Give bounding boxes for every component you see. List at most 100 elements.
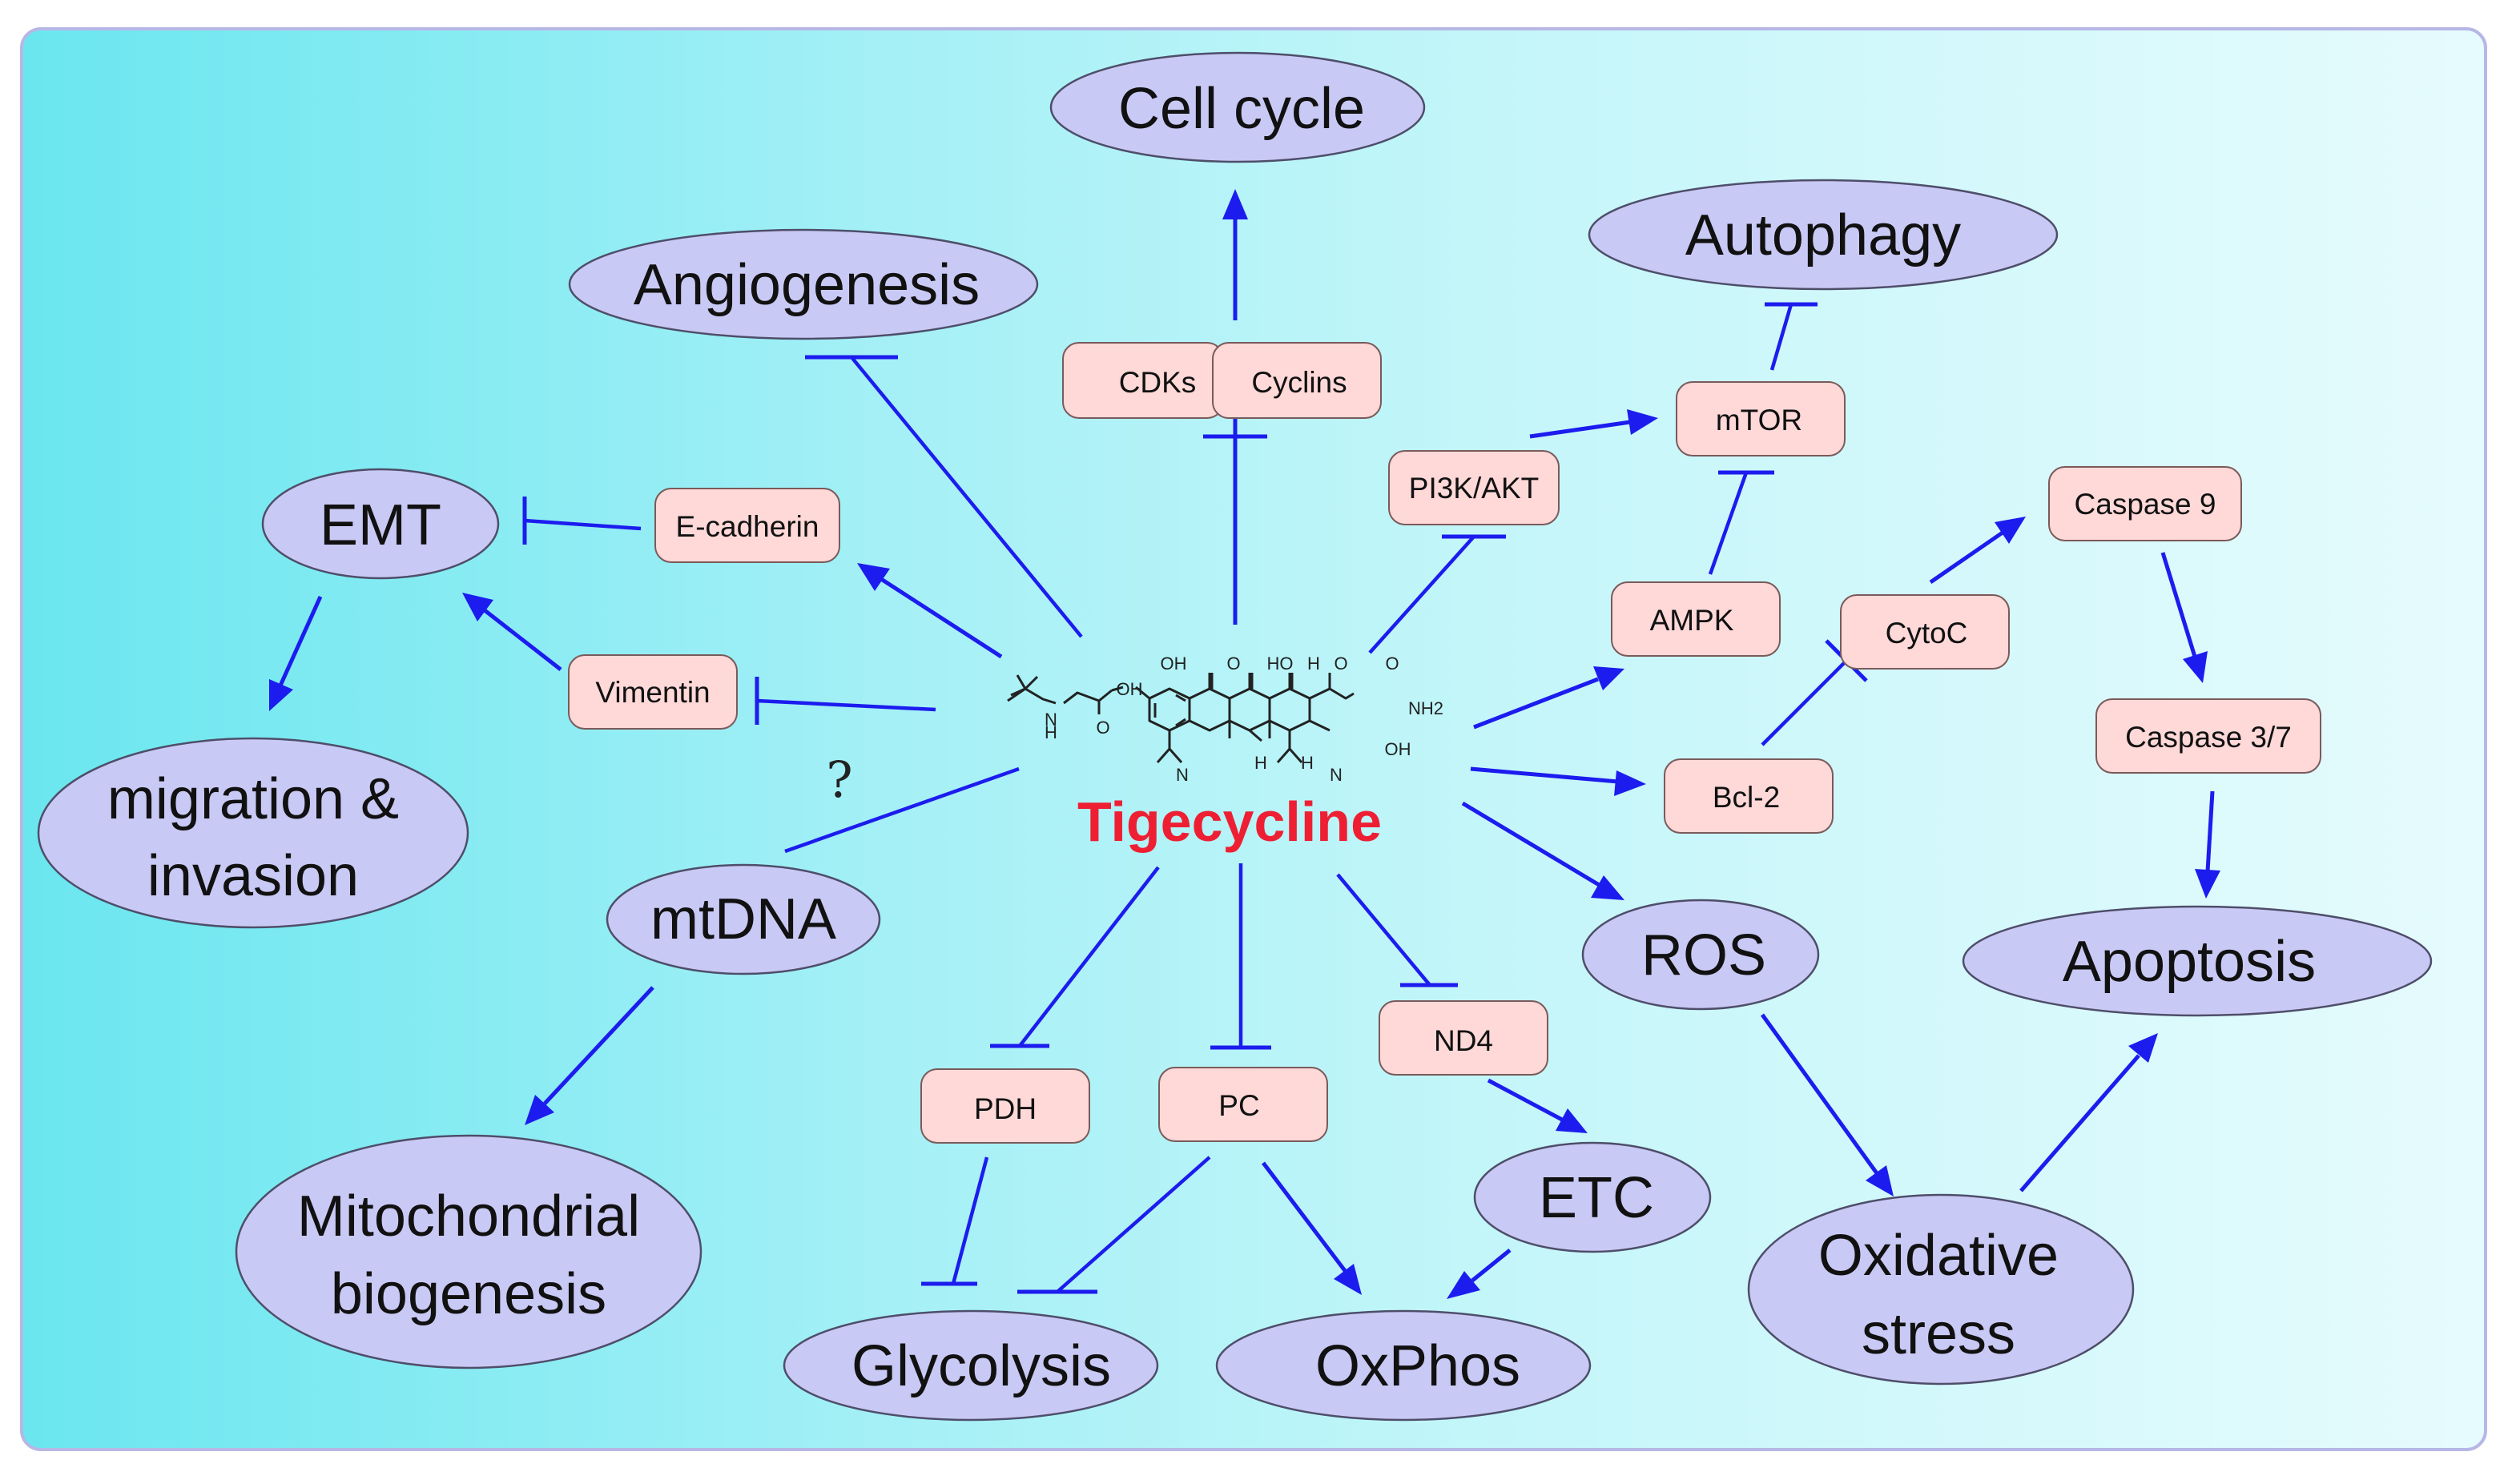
structure-o-2: O: [1334, 654, 1347, 674]
arrow-caspase37-to-apoptosis: [2195, 790, 2220, 899]
inhibit-pc-glycolysis: [1017, 1156, 1211, 1294]
molecule-vimentin: Vimentin: [568, 654, 738, 730]
autophagy-label: Autophagy: [1685, 203, 1961, 267]
inhibit-tigecycline-pi3k: [1368, 534, 1506, 654]
process-ros: ROS: [1581, 899, 1820, 1011]
structure-o-3: O: [1385, 654, 1399, 674]
structure-h-3: H: [1301, 753, 1314, 773]
process-mtdna: mtDNA: [606, 863, 881, 975]
cell-cycle-label: Cell cycle: [1118, 77, 1365, 141]
pdh-label: PDH: [974, 1092, 1037, 1125]
molecule-nd4: ND4: [1379, 1000, 1548, 1076]
structure-ho-2: HO: [1267, 654, 1294, 674]
glycolysis-label: Glycolysis: [851, 1334, 1111, 1398]
arrow-nd4-to-etc: [1487, 1078, 1588, 1133]
arrow-pi3k-to-mtor: [1529, 409, 1658, 439]
etc-label: ETC: [1539, 1166, 1654, 1230]
arrow-tigecycline-to-ecadherin: [857, 563, 1003, 659]
process-apoptosis: Apoptosis: [1962, 905, 2433, 1017]
molecule-pi3k-akt: PI3K/AKT: [1388, 450, 1560, 525]
oxidative-label-line1: Oxidative: [1818, 1224, 2059, 1288]
process-glycolysis: Glycolysis: [783, 1309, 1159, 1422]
ecadherin-label: E-cadherin: [676, 510, 819, 543]
inhibit-ampk-mtor: [1708, 470, 1774, 575]
arrow-tigecycline-to-ros: [1461, 801, 1624, 900]
pi3k-akt-label: PI3K/AKT: [1409, 472, 1539, 505]
inhibit-tigecycline-angiogenesis: [805, 355, 1083, 638]
process-cell-cycle: Cell cycle: [1049, 51, 1426, 163]
arrow-emt-to-migration: [269, 595, 323, 711]
process-emt: EMT: [261, 468, 500, 580]
migration-label-line1: migration &: [107, 767, 399, 831]
process-migration-invasion: migration & invasion: [37, 737, 469, 929]
connectors: [269, 189, 2220, 1299]
process-oxphos: OxPhos: [1215, 1309, 1592, 1422]
drug-name: Tigecycline: [1077, 790, 1382, 853]
molecule-mtor: mTOR: [1676, 381, 1846, 456]
molecule-caspase37: Caspase 3/7: [2095, 698, 2321, 774]
angiogenesis-label: Angiogenesis: [634, 253, 980, 317]
process-mitochondrial-biogenesis: Mitochondrial biogenesis: [235, 1134, 702, 1369]
unknown-mark: ?: [826, 750, 852, 809]
inhibit-ecadherin-emt: [522, 497, 642, 545]
vimentin-label: Vimentin: [595, 676, 710, 709]
inhibit-tigecycline-pc: [1210, 863, 1271, 1050]
arrow-tigecycline-to-ampk: [1473, 666, 1624, 730]
mtdna-label: mtDNA: [650, 887, 836, 951]
inhibit-tigecycline-pdh: [990, 866, 1160, 1048]
caspase9-label: Caspase 9: [2075, 488, 2216, 521]
structure-n-2: N: [1330, 765, 1343, 785]
molecule-ampk: AMPK: [1611, 581, 1781, 657]
line-mtdna-to-tigecycline: [784, 766, 1020, 854]
arrow-mtdna-to-mito-biogenesis: [525, 986, 654, 1125]
oxphos-label: OxPhos: [1315, 1334, 1520, 1398]
arrow-caspase9-to-caspase37: [2160, 552, 2208, 683]
bcl2-label: Bcl-2: [1713, 781, 1780, 814]
molecule-cdks: CDKs: [1062, 342, 1224, 419]
molecule-cyclins: Cyclins: [1212, 342, 1382, 419]
structure-h-1: H: [1307, 654, 1320, 674]
nd4-label: ND4: [1434, 1024, 1493, 1057]
inhibit-mtor-autophagy: [1765, 302, 1818, 371]
ampk-label: AMPK: [1650, 604, 1734, 637]
cytoc-label: CytoC: [1886, 617, 1968, 650]
structure-n-1: N: [1176, 765, 1189, 785]
cyclins-label: Cyclins: [1251, 366, 1347, 399]
caspase37-label: Caspase 3/7: [2125, 721, 2292, 754]
structure-o-1: O: [1226, 654, 1240, 674]
emt-label: EMT: [320, 493, 441, 557]
inhibit-pdh-glycolysis: [921, 1156, 989, 1286]
process-oxidative-stress: Oxidative stress: [1747, 1193, 2135, 1385]
arrow-vimentin-to-emt: [462, 593, 562, 671]
inhibit-tigecycline-nd4: [1336, 873, 1458, 987]
structure-nh: N: [1045, 710, 1057, 730]
process-etc: ETC: [1473, 1141, 1712, 1253]
arrow-etc-to-oxphos: [1447, 1249, 1512, 1299]
pc-label: PC: [1218, 1089, 1259, 1122]
structure-oh-3: OH: [1117, 679, 1143, 699]
inhibit-tigecycline-cdks: [1203, 434, 1267, 625]
structure-amide-o: O: [1096, 718, 1109, 738]
structure-oh-1: OH: [1161, 654, 1187, 674]
arrow-oxidative-stress-to-apoptosis: [2019, 1033, 2158, 1192]
inhibit-tigecycline-vimentin: [755, 677, 936, 725]
process-angiogenesis: Angiogenesis: [568, 228, 1039, 340]
molecule-pc: PC: [1158, 1067, 1328, 1142]
molecule-cytoc: CytoC: [1840, 594, 2010, 670]
apoptosis-label: Apoptosis: [2063, 930, 2316, 994]
mtor-label: mTOR: [1716, 404, 1802, 436]
molecule-ecadherin: E-cadherin: [654, 488, 840, 563]
oxidative-label-line2: stress: [1862, 1302, 2015, 1366]
structure-oh-4: OH: [1385, 739, 1411, 759]
ros-label: ROS: [1641, 923, 1766, 987]
mito-label-line1: Mitochondrial: [297, 1184, 640, 1249]
molecule-pdh: PDH: [920, 1068, 1090, 1144]
arrow-cytoc-to-caspase9: [1929, 517, 2026, 585]
molecule-bcl2: Bcl-2: [1664, 758, 1834, 834]
molecule-caspase9: Caspase 9: [2048, 466, 2242, 541]
tigecycline-structure: OH O HO H O O N H OH O NH2 N N OH H H: [1007, 654, 1443, 785]
process-autophagy: Autophagy: [1588, 179, 2059, 291]
cdks-label: CDKs: [1119, 366, 1197, 399]
